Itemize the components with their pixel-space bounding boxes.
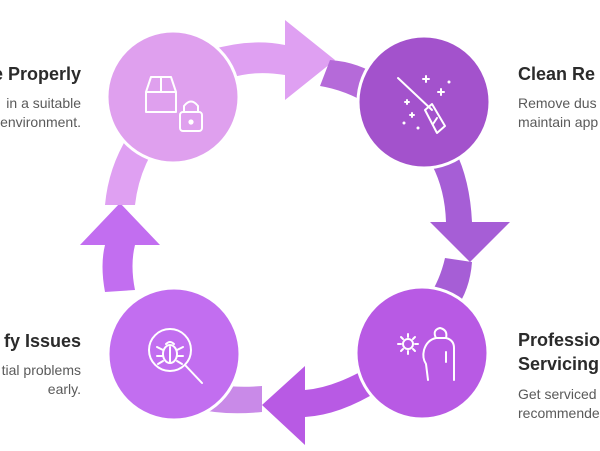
- step-title: fy Issues: [3, 331, 81, 351]
- step-description: Get serviced recommende: [518, 386, 600, 421]
- step-label-bottom-right: Professio Servicing Get serviced recomme…: [518, 328, 600, 423]
- step-circle-top-left: [105, 29, 241, 165]
- step-circle-bottom-left: [106, 286, 242, 422]
- bug-magnifier-icon: [148, 328, 203, 384]
- step-circle-bottom-right: [354, 285, 490, 421]
- arrow-right: [430, 150, 510, 262]
- arrow-bottom: [262, 366, 380, 445]
- step-label-top-right: Clean Re Remove dus maintain app: [518, 62, 598, 132]
- step-description: tial problems early.: [1, 362, 81, 397]
- hand-gear-icon: [397, 327, 455, 381]
- step-title: Clean Re: [518, 64, 596, 84]
- arrow-left: [80, 203, 160, 292]
- box-lock-icon: [145, 76, 203, 132]
- step-description: Remove dus maintain app: [518, 95, 599, 130]
- step-circle-top-right: [356, 34, 492, 170]
- step-description: in a suitable environment.: [0, 95, 81, 130]
- step-label-top-left: e Properly in a suitable environment.: [0, 62, 81, 132]
- step-title: e Properly: [0, 64, 81, 84]
- step-label-bottom-left: fy Issues tial problems early.: [2, 329, 81, 399]
- arrow-top: [210, 20, 335, 100]
- broom-sparkles-icon: [397, 75, 451, 134]
- step-title: Professio Servicing: [518, 330, 600, 374]
